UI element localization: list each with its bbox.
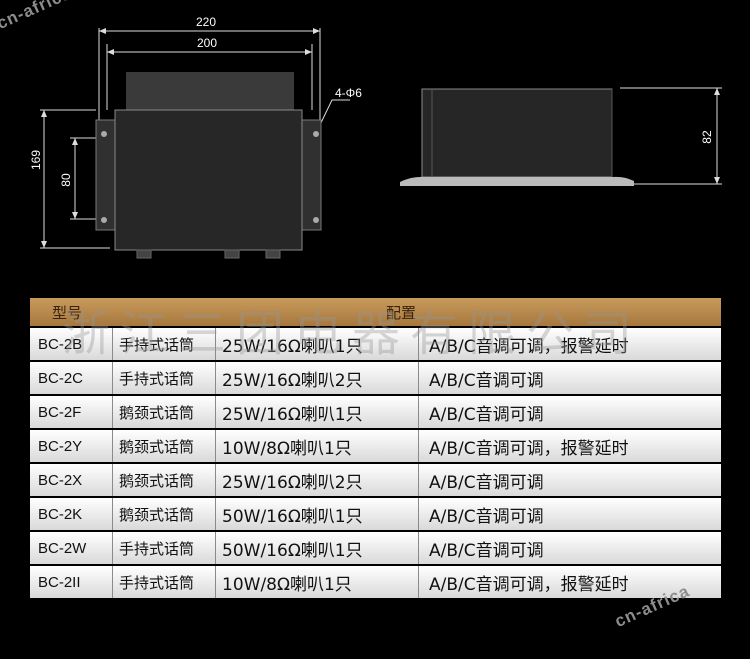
cell-config: A/B/C音调可调，报警延时 bbox=[419, 328, 722, 360]
cell-microphone: 手持式话筒 bbox=[113, 328, 217, 360]
dim-height-holes: 80 bbox=[59, 173, 73, 187]
cell-config: A/B/C音调可调，报警延时 bbox=[419, 566, 722, 598]
cell-microphone: 鹅颈式话筒 bbox=[113, 498, 217, 530]
cell-model: BC-2W bbox=[30, 532, 113, 564]
technical-drawing: 220 200 169 80 4-Φ6 82 bbox=[29, 15, 722, 259]
cell-microphone: 手持式话筒 bbox=[113, 566, 217, 598]
cell-microphone: 手持式话筒 bbox=[113, 532, 217, 564]
cell-model: BC-2K bbox=[30, 498, 113, 530]
cell-model: BC-2B bbox=[30, 328, 113, 360]
cell-config: A/B/C音调可调 bbox=[419, 464, 722, 496]
cell-microphone: 手持式话筒 bbox=[113, 362, 217, 394]
cell-speaker: 25W/16Ω喇叭2只 bbox=[216, 362, 420, 394]
cell-microphone: 鹅颈式话筒 bbox=[113, 430, 217, 462]
dim-holes: 4-Φ6 bbox=[335, 86, 362, 100]
cell-speaker: 50W/16Ω喇叭1只 bbox=[216, 532, 420, 564]
cell-speaker: 50W/16Ω喇叭1只 bbox=[216, 498, 420, 530]
cell-speaker: 25W/16Ω喇叭1只 bbox=[216, 396, 420, 428]
table-header-row: 型号 配置 bbox=[30, 298, 722, 326]
header-model: 型号 bbox=[30, 298, 217, 326]
cell-config: A/B/C音调可调 bbox=[419, 532, 722, 564]
cell-microphone: 鹅颈式话筒 bbox=[113, 464, 217, 496]
cell-model: BC-2II bbox=[30, 566, 113, 598]
cell-config: A/B/C音调可调 bbox=[419, 362, 722, 394]
cell-model: BC-2F bbox=[30, 396, 113, 428]
cell-model: BC-2C bbox=[30, 362, 113, 394]
dim-width-outer: 220 bbox=[196, 15, 216, 29]
cell-microphone: 鹅颈式话筒 bbox=[113, 396, 217, 428]
cell-config: A/B/C音调可调 bbox=[419, 498, 722, 530]
cell-speaker: 25W/16Ω喇叭1只 bbox=[216, 328, 420, 360]
header-config: 配置 bbox=[216, 298, 722, 326]
cell-config: A/B/C音调可调，报警延时 bbox=[419, 430, 722, 462]
cell-speaker: 10W/8Ω喇叭1只 bbox=[216, 566, 420, 598]
cell-speaker: 25W/16Ω喇叭2只 bbox=[216, 464, 420, 496]
cell-config: A/B/C音调可调 bbox=[419, 396, 722, 428]
dim-height-total: 169 bbox=[29, 150, 43, 170]
cell-speaker: 10W/8Ω喇叭1只 bbox=[216, 430, 420, 462]
cell-model: BC-2X bbox=[30, 464, 113, 496]
cell-model: BC-2Y bbox=[30, 430, 113, 462]
dim-width-inner: 200 bbox=[197, 36, 217, 50]
dim-side-height: 82 bbox=[700, 130, 714, 144]
